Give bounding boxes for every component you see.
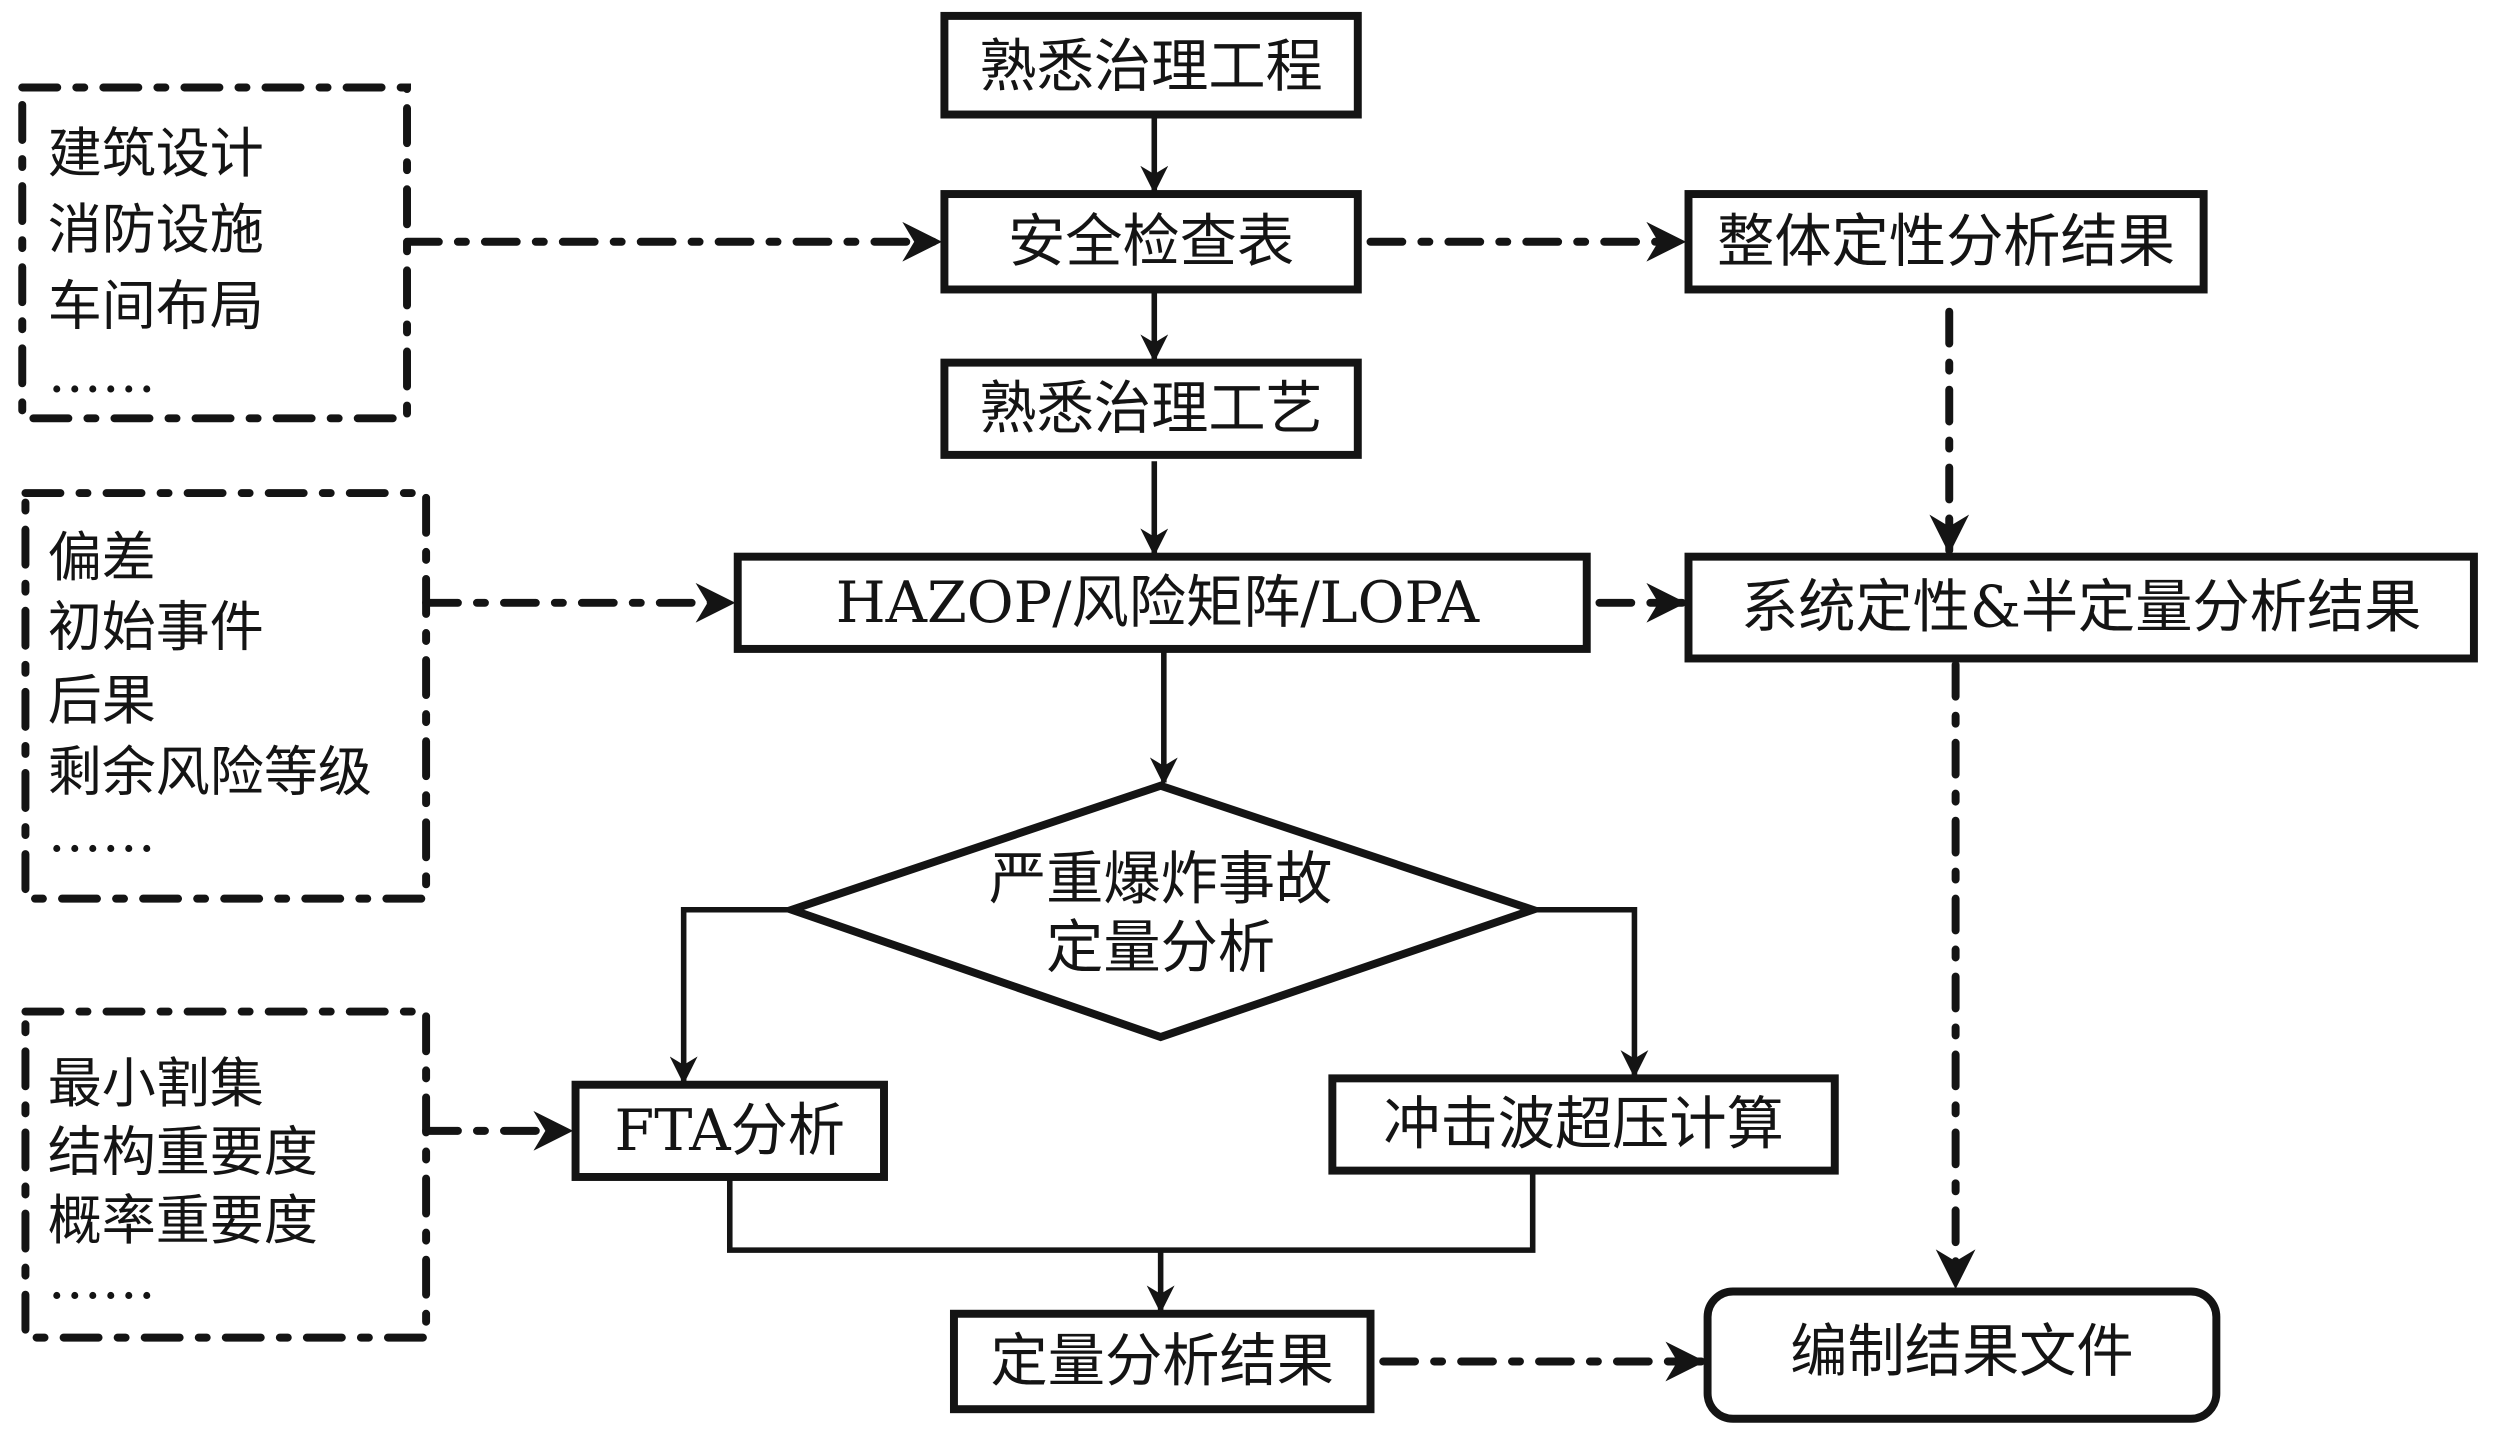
input-item: 车间布局 <box>48 274 264 337</box>
input-item: …… <box>48 341 156 404</box>
node-label: 定量分析结果 <box>991 1329 1334 1395</box>
node-quant-result: 定量分析结果 <box>949 1309 1375 1414</box>
input-item: 结构重要度 <box>48 1121 318 1184</box>
node-label: 系统定性&半定量分析结果 <box>1741 575 2421 641</box>
hazop-inputs-box <box>21 489 431 903</box>
node-label: HAZOP/风险矩阵/LOPA <box>836 570 1480 636</box>
arrow-decision-to-shockwave <box>1532 906 1649 1078</box>
node-label: 熟悉治理工程 <box>979 34 1322 100</box>
decision-label-line2: 定量分析 <box>1046 915 1275 981</box>
fta-inputs-group: 最小割集 结构重要度 概率重要度 …… <box>21 1007 431 1342</box>
node-label: FTA分析 <box>615 1098 846 1164</box>
input-item: 最小割集 <box>48 1052 264 1115</box>
node-compile-report: 编制结果文件 <box>1703 1287 2221 1423</box>
input-item: 后果 <box>48 669 156 732</box>
input-item: 偏差 <box>48 526 156 589</box>
input-item: 概率重要度 <box>48 1189 318 1252</box>
node-label: 熟悉治理工艺 <box>979 376 1322 442</box>
node-familiarize-project: 熟悉治理工程 <box>940 11 1362 119</box>
input-item: 剩余风险等级 <box>48 740 372 803</box>
node-overall-qualitative: 整体定性分析结果 <box>1684 190 2208 294</box>
node-label: 编制结果文件 <box>1790 1319 2133 1385</box>
fta-inputs-box <box>21 1007 431 1342</box>
input-item: 初始事件 <box>48 596 264 659</box>
node-label: 安全检查表 <box>1008 209 1294 275</box>
arrow-decision-to-fta <box>669 906 792 1085</box>
checklist-inputs-group: 建筑设计 消防设施 车间布局 …… <box>18 83 411 423</box>
decision-label-line1: 严重爆炸事故 <box>989 847 1332 913</box>
input-item: …… <box>48 801 156 864</box>
node-fta: FTA分析 <box>571 1080 888 1181</box>
node-shockwave: 冲击波超压计算 <box>1328 1074 1839 1175</box>
input-item: 消防设施 <box>48 198 264 261</box>
node-safety-checklist: 安全检查表 <box>940 190 1362 294</box>
input-item: …… <box>48 1248 156 1311</box>
merge-connector <box>726 1170 1536 1253</box>
input-item: 建筑设计 <box>48 122 264 185</box>
node-system-semi-quant: 系统定性&半定量分析结果 <box>1684 552 2478 663</box>
node-label: 整体定性分析结果 <box>1717 209 2175 275</box>
node-label: 冲击波超压计算 <box>1383 1092 1784 1158</box>
node-hazop: HAZOP/风险矩阵/LOPA <box>733 552 1591 653</box>
node-familiarize-process: 熟悉治理工艺 <box>940 358 1362 459</box>
hazop-inputs-group: 偏差 初始事件 后果 剩余风险等级 …… <box>21 489 431 903</box>
checklist-inputs-box <box>18 83 411 423</box>
node-decision: 严重爆炸事故 定量分析 <box>779 781 1546 1042</box>
